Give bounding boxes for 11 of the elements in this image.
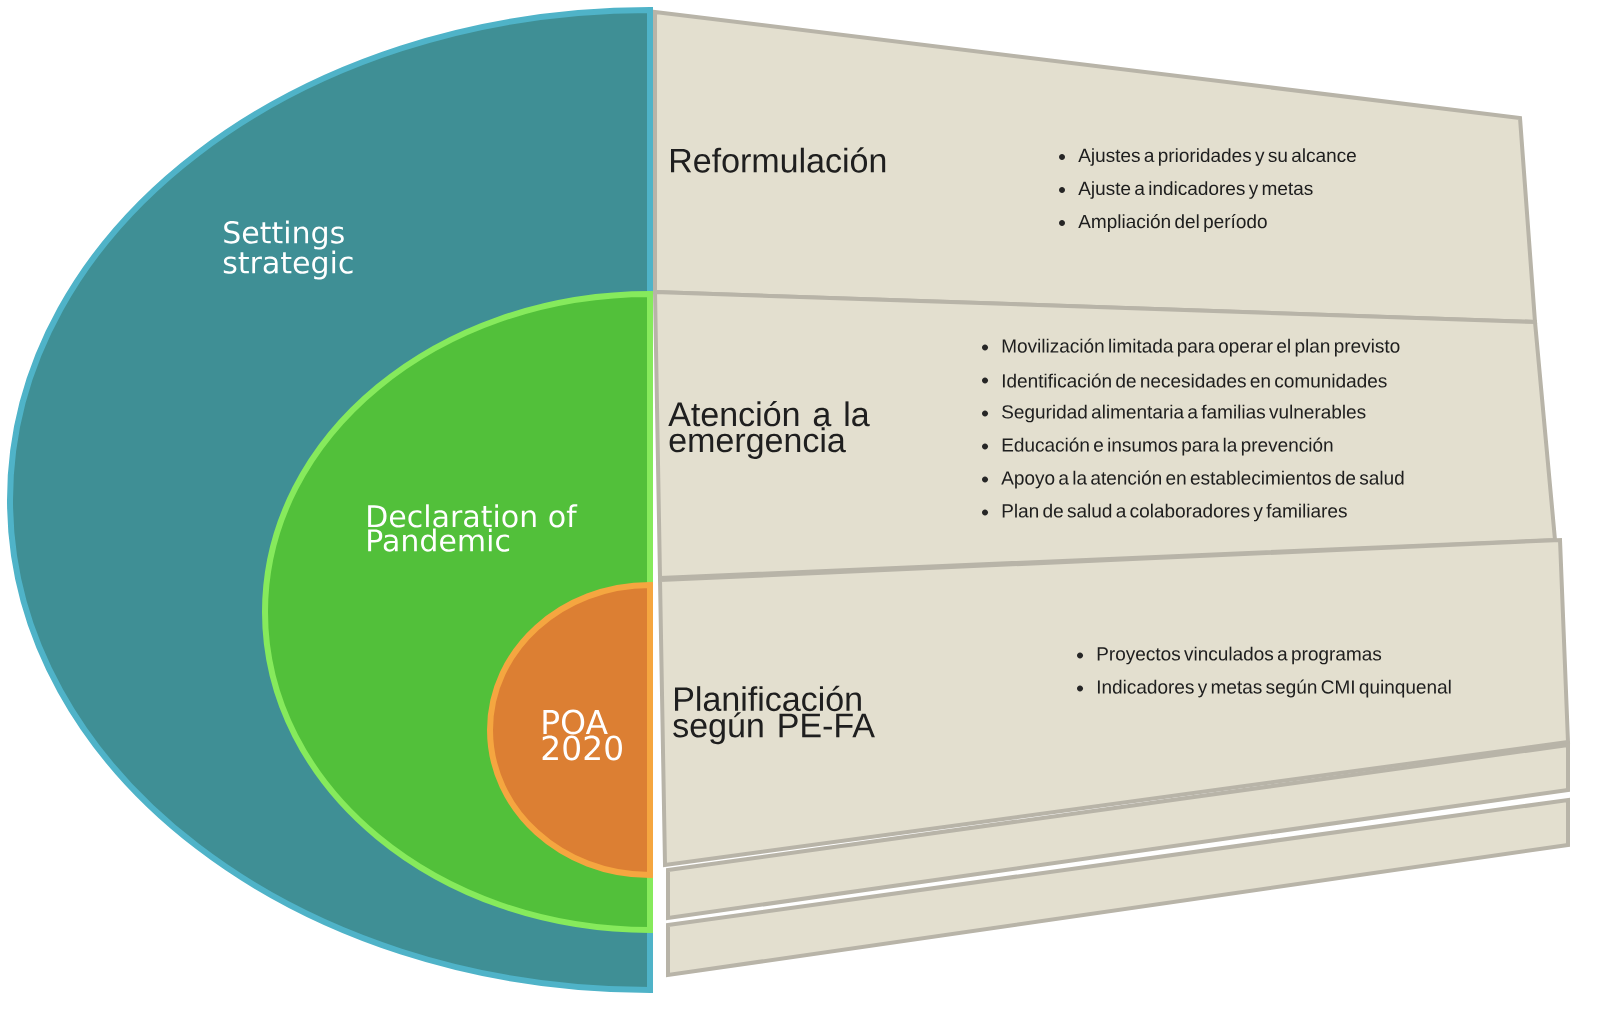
bullet-text: Proyectos vinculados a programas	[1097, 646, 1382, 665]
bullet-text: Indicadores y metas según CMI quinquenal	[1097, 679, 1451, 698]
bullet-text: Ampliación del período	[1078, 214, 1267, 232]
bullet-text: Movilización limitada para operar el plan previsto	[1002, 338, 1400, 357]
bullet-text: Plan de salud a colaboradores y familiares	[1002, 503, 1347, 522]
bullet-text: Educación e insumos para la prevención	[1002, 437, 1333, 456]
bullet-text: Seguridad alimentaria a familias vulnerables	[1002, 404, 1366, 423]
bullet-text: Apoyo a la atención en establecimientos de salud	[1001, 470, 1404, 489]
bullet-text: Identificación de necesidades en comunidades	[1002, 373, 1387, 388]
bullet-text: Ajuste a indicadores y metas	[1078, 181, 1313, 199]
bullet-text: Ajustes a prioridades y su alcance	[1078, 148, 1356, 166]
